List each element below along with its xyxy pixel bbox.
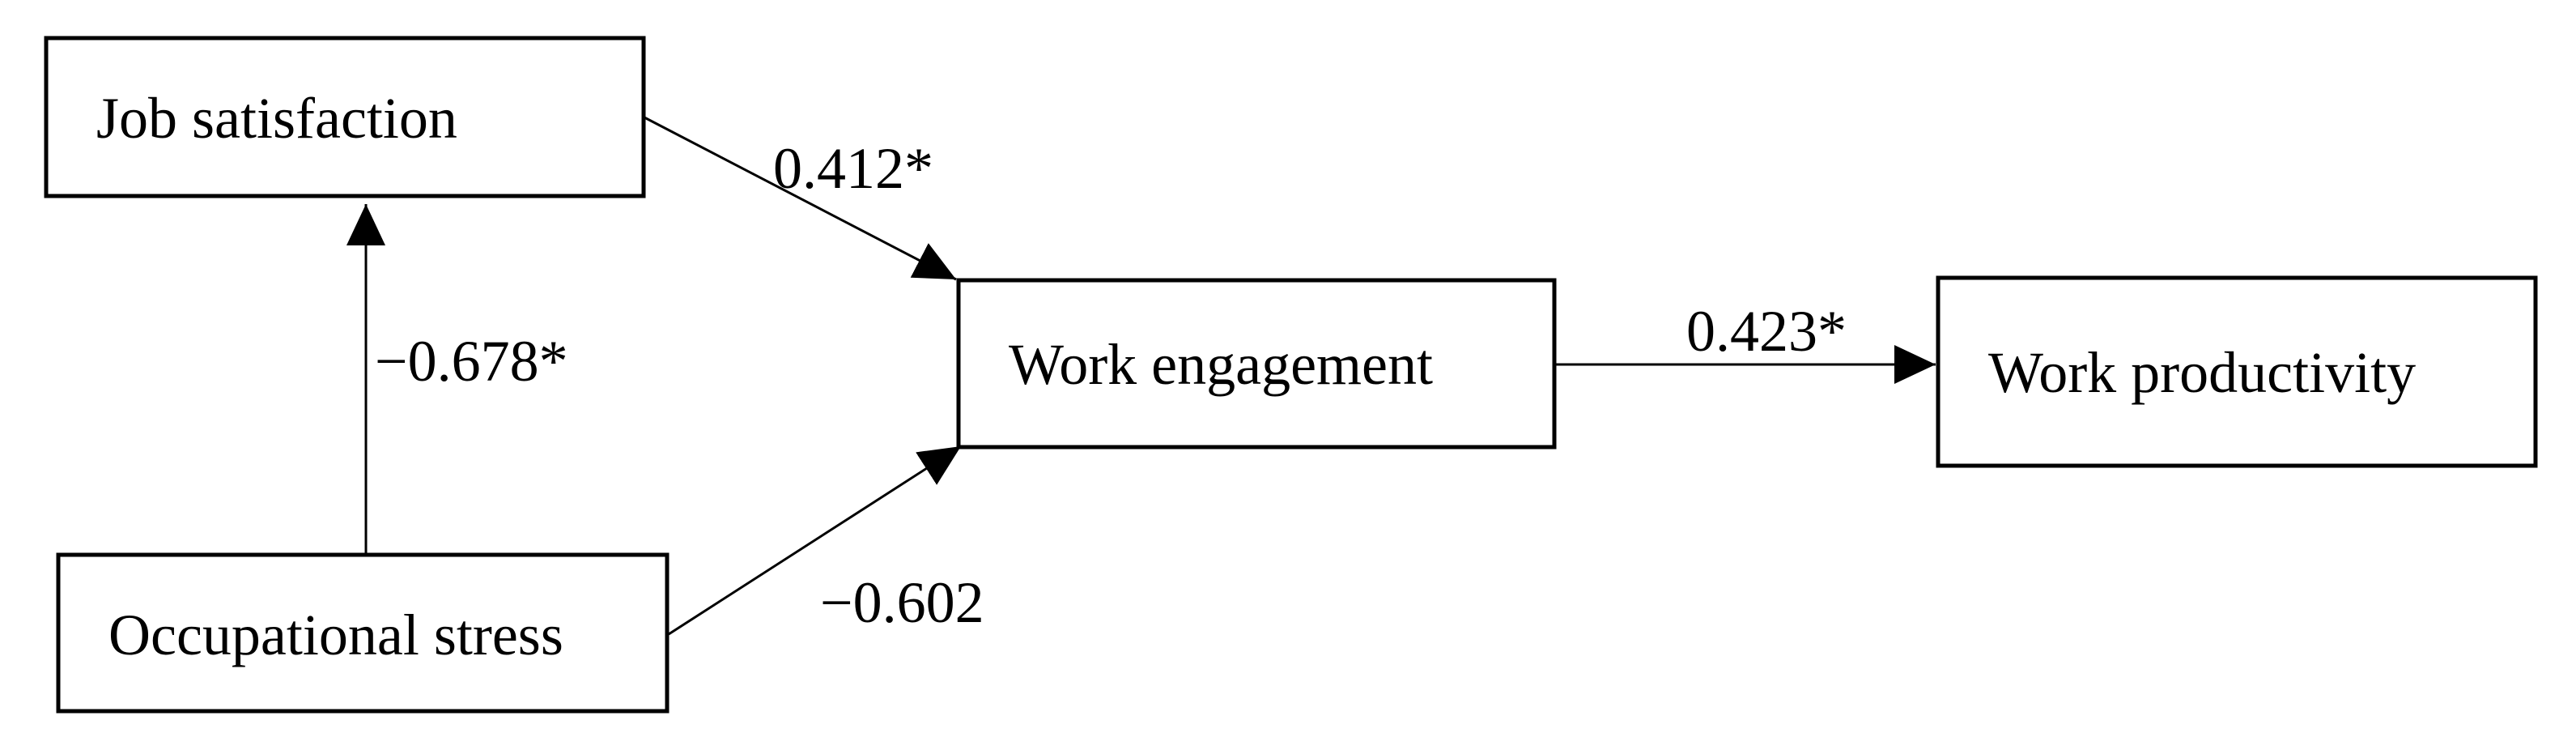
node-label-work-productivity: Work productivity bbox=[1988, 340, 2416, 405]
edge-label-work-engagement-to-work-productivity: 0.423* bbox=[1686, 299, 1847, 364]
edge-occupational-stress-to-work-engagement bbox=[668, 445, 962, 636]
edge-label-job-satisfaction-to-work-engagement: 0.412* bbox=[773, 136, 933, 201]
node-work-productivity: Work productivity bbox=[1936, 275, 2538, 468]
node-occupational-stress: Occupational stress bbox=[56, 552, 670, 714]
node-label-job-satisfaction: Job satisfaction bbox=[96, 86, 457, 151]
edge-label-occupational-stress-to-work-engagement: −0.602 bbox=[820, 570, 984, 635]
edge-job-satisfaction-to-work-engagement bbox=[644, 116, 957, 281]
node-label-work-engagement: Work engagement bbox=[1009, 332, 1433, 397]
node-box-work-engagement bbox=[956, 278, 1557, 450]
edge-label-occupational-stress-to-job-satisfaction: −0.678* bbox=[375, 329, 568, 394]
node-job-satisfaction: Job satisfaction bbox=[44, 36, 646, 198]
node-box-work-productivity bbox=[1936, 275, 2538, 468]
node-work-engagement: Work engagement bbox=[956, 278, 1557, 450]
node-label-occupational-stress: Occupational stress bbox=[108, 603, 563, 667]
node-box-occupational-stress bbox=[56, 552, 670, 714]
node-box-job-satisfaction bbox=[44, 36, 646, 198]
